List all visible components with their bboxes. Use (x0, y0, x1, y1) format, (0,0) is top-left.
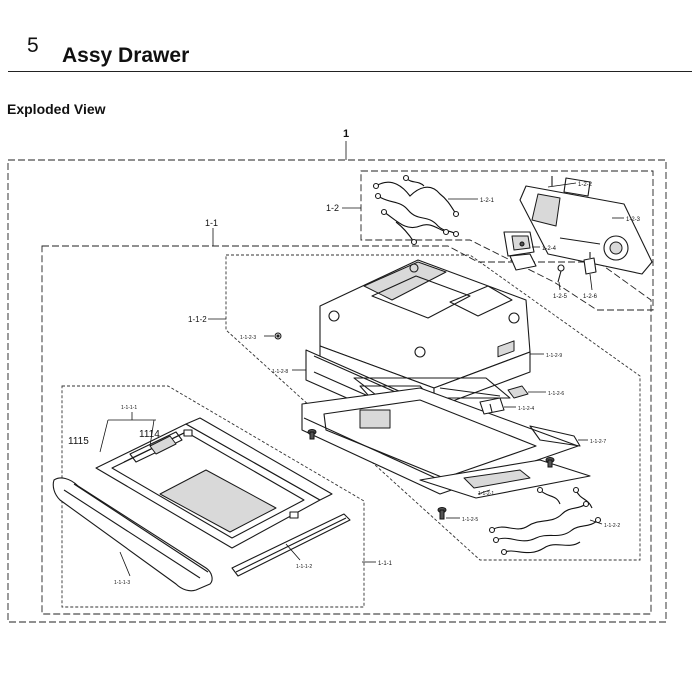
label-1-2-5: 1-2-5 (553, 294, 568, 300)
leveling-foot-right (545, 457, 555, 468)
label-1-1-2-4: 1-1-2-4 (518, 406, 534, 412)
assembly-1-1-2-boundary (225, 254, 641, 561)
section-number: 5 (27, 34, 39, 57)
label-1115: 1115 (68, 436, 89, 447)
drawer-housing (301, 259, 591, 499)
label-1-2-6: 1-2-6 (583, 294, 598, 300)
leader-lines (99, 182, 624, 577)
screw-1-1-2-3 (274, 332, 282, 340)
label-1-2-2: 1-2-2 (578, 182, 593, 188)
section-title: Assy Drawer (62, 44, 190, 67)
drawer-front-panel (52, 477, 213, 592)
label-1-1-2-9: 1-1-2-9 (546, 353, 562, 359)
label-1-1-1-1: 1-1-1-1 (121, 405, 137, 411)
label-1-1-2: 1-1-2 (188, 315, 207, 324)
leveling-foot-front (437, 507, 447, 520)
label-1-1-2-8: 1-1-2-8 (272, 369, 288, 375)
label-1-1: 1-1 (205, 218, 218, 228)
label-1114: 1114 (139, 429, 160, 440)
label-1-2: 1-2 (326, 203, 339, 213)
label-1-1-1-3: 1-1-1-3 (114, 580, 130, 586)
assembly-1-1-1-boundary (61, 385, 365, 608)
wire-harness-bottom (488, 486, 602, 556)
leveling-foot-left (307, 429, 317, 440)
label-1-1-2-7: 1-1-2-7 (590, 439, 606, 445)
label-1-1-1: 1-1-1 (378, 561, 393, 567)
label-1-1-2-5: 1-1-2-5 (462, 517, 478, 523)
assembly-1-2-boundary (360, 170, 654, 311)
label-1-1-2-1: 1-1-2-1 (478, 491, 494, 497)
label-1-1-2-2: 1-1-2-2 (604, 523, 620, 529)
label-1-1-2-3: 1-1-2-3 (240, 335, 256, 341)
relay-component (503, 231, 537, 271)
label-1-2-3: 1-2-3 (626, 217, 641, 223)
drawer-body (95, 417, 333, 549)
screw-1-2-5 (557, 264, 565, 283)
assembly-1-1-boundary (41, 245, 652, 615)
control-bracket (519, 176, 653, 275)
label-1-2-4: 1-2-4 (542, 246, 557, 252)
label-1-2-1: 1-2-1 (480, 198, 495, 204)
callout-labels: 1 1-1 1-2 1-2-1 1-2-2 1-2-3 1-2-4 1-2-5 … (68, 128, 641, 586)
subtitle: Exploded View (7, 101, 106, 117)
wire-harness-top (372, 174, 460, 246)
label-1-1-2-6: 1-1-2-6 (548, 391, 564, 397)
label-1: 1 (343, 128, 349, 140)
title-rule (8, 71, 692, 72)
sensor-1-2-6 (583, 252, 597, 275)
drawer-slide-rail (231, 513, 351, 577)
label-1-1-1-2: 1-1-1-2 (296, 564, 312, 570)
